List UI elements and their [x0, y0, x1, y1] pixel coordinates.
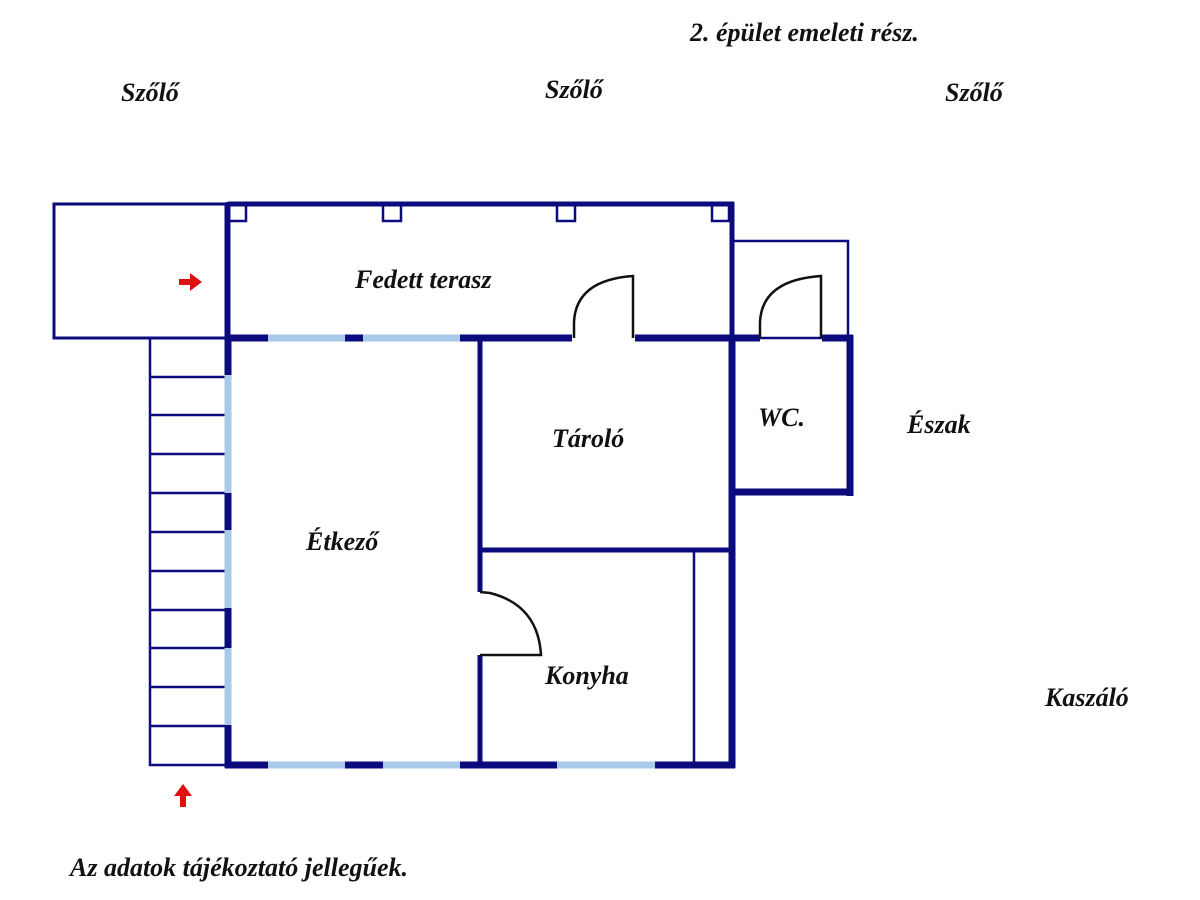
terrace-posts — [227, 203, 731, 223]
room-terrace: Fedett terasz — [355, 265, 492, 294]
entrance-arrow-right-icon — [179, 273, 202, 291]
label-north: Észak — [907, 410, 971, 439]
label-vineyard-right: Szőlő — [945, 78, 1003, 107]
label-vineyard-left: Szőlő — [121, 78, 179, 107]
room-kitchen: Konyha — [545, 661, 629, 690]
room-dining: Étkező — [306, 527, 379, 556]
windows — [224, 334, 655, 769]
doors — [479, 274, 823, 657]
room-storage: Tároló — [552, 424, 625, 453]
terrace-door — [572, 274, 635, 338]
room-wc: WC. — [758, 403, 805, 432]
plan-title: 2. épület emeleti rész. — [690, 18, 919, 47]
interior-walls — [477, 338, 732, 765]
terrace-walls — [225, 201, 735, 340]
staircase — [148, 336, 230, 767]
main-walls — [224, 334, 854, 769]
wc-annex-outline — [730, 239, 850, 340]
label-vineyard-center: Szőlő — [545, 75, 603, 104]
entrance-arrow-up-icon — [174, 784, 192, 807]
label-meadow: Kaszáló — [1045, 683, 1129, 712]
wc-door — [758, 274, 823, 338]
disclaimer: Az adatok tájékoztató jellegűek. — [70, 853, 408, 882]
kitchen-door — [479, 590, 543, 657]
landing — [52, 202, 228, 340]
